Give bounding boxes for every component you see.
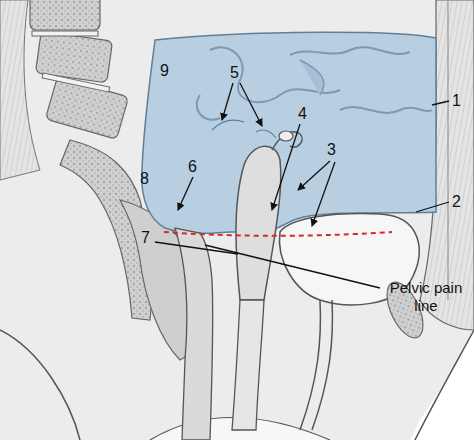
callout-number: 9 <box>160 62 169 80</box>
callout-number: 3 <box>327 141 336 159</box>
callout-number: 5 <box>230 64 239 82</box>
callout-number: 8 <box>140 170 149 188</box>
label-text: Pelvic pain line <box>383 279 469 315</box>
callout-number: 2 <box>452 193 461 211</box>
callout-number: 1 <box>452 92 461 110</box>
callout-number: 4 <box>298 105 307 123</box>
callout-number: 7 <box>141 229 150 247</box>
callout-number: 6 <box>188 158 197 176</box>
